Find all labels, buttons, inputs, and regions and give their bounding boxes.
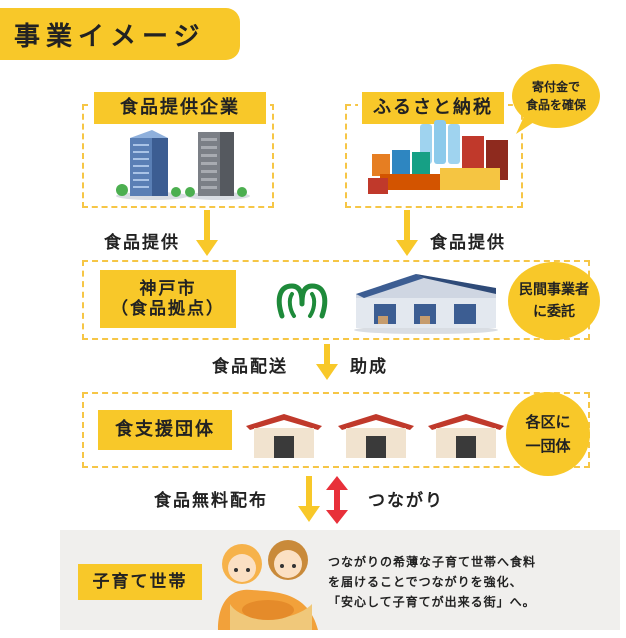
arrow-down-icon xyxy=(396,210,418,256)
description-line1: つながりの希薄な子育て世帯へ食料 xyxy=(328,555,537,569)
arrow-down-icon xyxy=(316,344,338,380)
furusato-tax-label: ふるさと納税 xyxy=(362,92,504,124)
donation-speech-bubble: 寄付金で 食品を確保 xyxy=(512,64,600,128)
free-food-distribution-label: 食品無料配布 xyxy=(154,491,268,511)
food-delivery-label: 食品配送 xyxy=(212,357,288,377)
ward-group-badge: 各区に 一団体 xyxy=(506,392,590,476)
bubble-line2: 食品を確保 xyxy=(525,98,586,112)
households-label: 子育て世帯 xyxy=(78,564,202,600)
description-line2: を届けることでつながりを強化、 xyxy=(328,575,523,589)
arrow-down-icon xyxy=(298,476,320,522)
two-way-arrow-icon xyxy=(326,476,348,524)
contractor-line1: 民間事業者 xyxy=(519,282,589,298)
private-contractor-badge: 民間事業者 に委託 xyxy=(508,262,600,340)
food-companies-label: 食品提供企業 xyxy=(94,92,266,124)
kobe-city-emblem-icon xyxy=(276,283,328,319)
food-supply-label-right: 食品提供 xyxy=(430,233,506,253)
food-products-illustration xyxy=(368,120,508,194)
food-supply-label-left: 食品提供 xyxy=(104,233,180,253)
kobe-hub-label-line1: 神戸市 xyxy=(139,278,197,299)
ward-line2: 一団体 xyxy=(525,437,571,455)
speech-bubble-tail xyxy=(516,112,540,134)
subsidy-label: 助成 xyxy=(350,357,388,377)
kobe-hub-label: 神戸市 （食品拠点） xyxy=(100,270,236,328)
description-line3: 「安心して子育てが出来る街」へ。 xyxy=(328,595,536,609)
page-title: 事業イメージ xyxy=(0,8,240,60)
parent-and-child-illustration xyxy=(218,540,318,630)
contractor-line2: に委託 xyxy=(533,304,575,320)
warehouse-illustration xyxy=(354,274,498,334)
ward-line1: 各区に xyxy=(525,413,571,431)
connection-label: つながり xyxy=(368,491,444,511)
kobe-hub-label-line2: （食品拠点） xyxy=(111,299,225,319)
group-house-illustration xyxy=(246,414,322,458)
support-groups-label: 食支援団体 xyxy=(98,410,232,450)
group-house-illustration xyxy=(428,414,504,458)
bubble-line1: 寄付金で xyxy=(531,80,580,94)
arrow-down-icon xyxy=(196,210,218,256)
households-description: つながりの希薄な子育て世帯へ食料 を届けることでつながりを強化、 「安心して子育… xyxy=(328,552,618,612)
office-buildings-illustration xyxy=(116,130,250,200)
group-house-illustration xyxy=(338,414,414,458)
